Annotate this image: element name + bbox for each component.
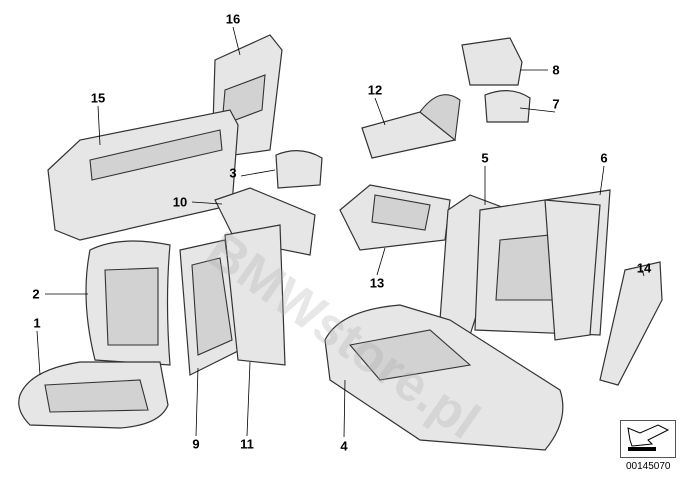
callout-13[interactable]: 13 bbox=[369, 275, 385, 291]
callout-10[interactable]: 10 bbox=[172, 194, 188, 210]
part-15-door-panel bbox=[47, 109, 239, 241]
navigation-icon-box[interactable] bbox=[620, 420, 676, 458]
direction-arrow-icon bbox=[627, 424, 670, 451]
callout-8[interactable]: 8 bbox=[552, 62, 560, 78]
callout-12[interactable]: 12 bbox=[367, 82, 383, 98]
callout-9[interactable]: 9 bbox=[192, 436, 200, 452]
callout-7[interactable]: 7 bbox=[552, 96, 560, 112]
callout-16[interactable]: 16 bbox=[225, 11, 241, 27]
callout-11[interactable]: 11 bbox=[240, 436, 254, 452]
part-8-cover bbox=[461, 37, 523, 86]
part-14-side-bolster bbox=[599, 261, 663, 386]
callout-1[interactable]: 1 bbox=[33, 315, 41, 331]
callout-5[interactable]: 5 bbox=[481, 150, 489, 166]
part-11-back-panel bbox=[224, 224, 286, 366]
diagram-code: 00145070 bbox=[626, 461, 671, 472]
callout-6[interactable]: 6 bbox=[600, 150, 608, 166]
callout-4[interactable]: 4 bbox=[340, 438, 348, 454]
callout-2[interactable]: 2 bbox=[32, 286, 40, 302]
callout-3[interactable]: 3 bbox=[229, 165, 237, 181]
part-3-headrest bbox=[275, 150, 323, 189]
part-7-headrest bbox=[484, 90, 531, 123]
callout-15[interactable]: 15 bbox=[90, 90, 106, 106]
callout-14[interactable]: 14 bbox=[636, 260, 652, 276]
